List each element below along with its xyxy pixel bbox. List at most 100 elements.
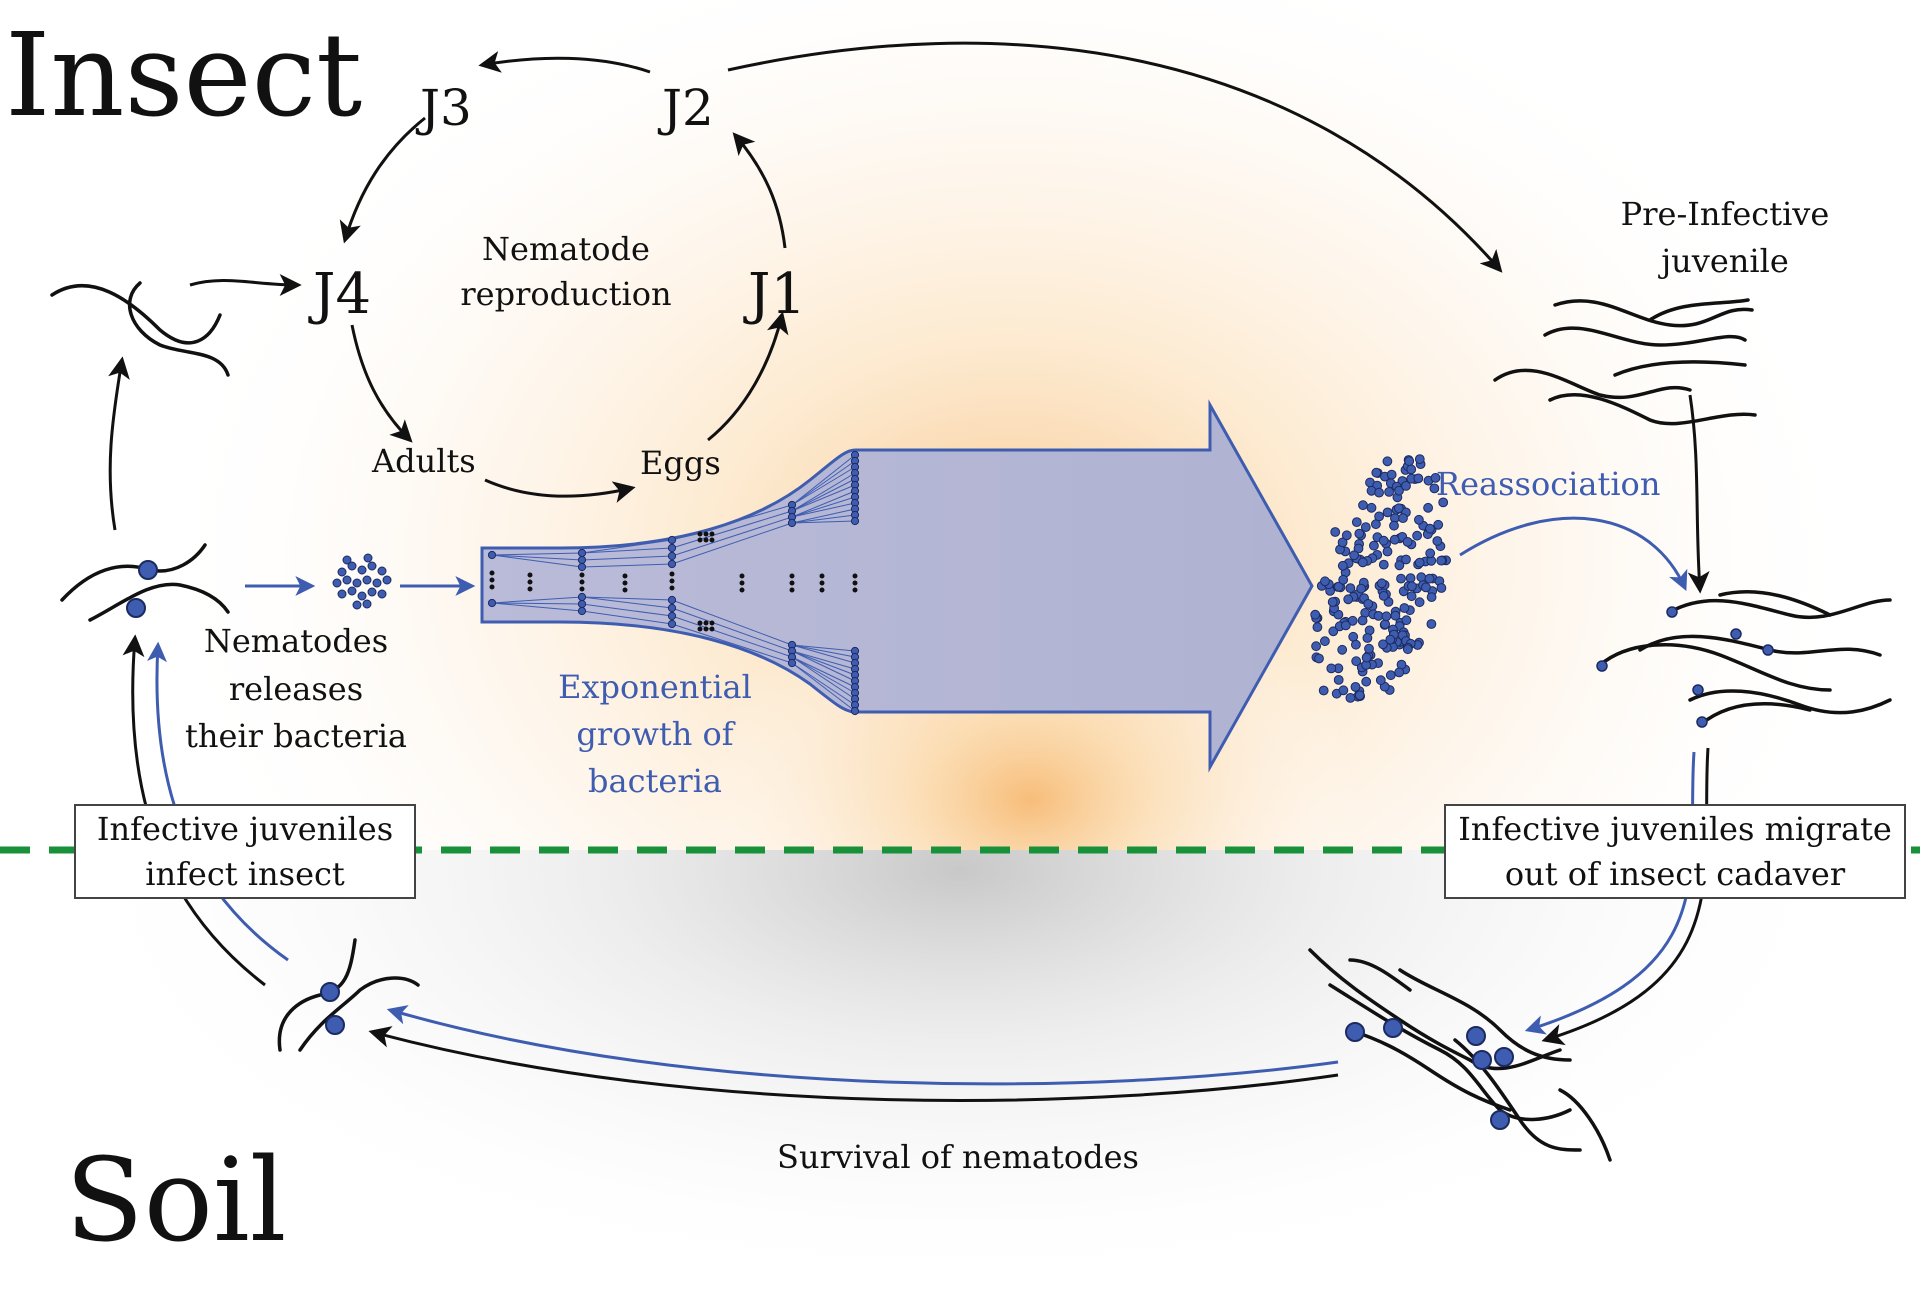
growth-branch — [581, 563, 673, 568]
growth-branch — [791, 644, 856, 664]
bacterium — [819, 587, 825, 593]
bacterium — [709, 531, 715, 537]
bacterium — [1389, 520, 1399, 531]
bacterium — [1320, 576, 1330, 587]
bacterium — [1311, 641, 1321, 652]
growth-branch — [791, 644, 856, 658]
bacterium — [669, 578, 675, 584]
bacterium — [667, 603, 677, 613]
bacterium — [1405, 573, 1416, 583]
bacterium — [1394, 485, 1404, 496]
bacterium — [1343, 594, 1354, 605]
bacterium — [852, 573, 858, 579]
growth-label-line1: Exponential — [558, 668, 752, 706]
growth-branch — [791, 644, 856, 652]
stage-j1-label: J1 — [743, 262, 806, 327]
growth-branch — [581, 547, 673, 554]
bacterium — [1416, 572, 1427, 583]
infective-juveniles-right — [1596, 590, 1892, 728]
pre-infective-label-line2: juvenile — [1657, 242, 1789, 280]
bacterium — [1362, 633, 1373, 643]
bacterium — [622, 580, 628, 586]
bacterium — [1380, 619, 1390, 630]
bacterium — [577, 548, 587, 558]
growth-branch — [791, 508, 856, 524]
bacterium — [1406, 591, 1417, 602]
bacterium — [1414, 557, 1425, 568]
reassociated-bacteria-cluster — [1310, 454, 1451, 703]
arrow-j2-to-j3 — [478, 51, 651, 74]
bacterium — [577, 562, 587, 572]
pre-infective-label-line1: Pre-Infective — [1621, 195, 1830, 233]
stage-j3-label: J3 — [415, 79, 472, 137]
bacterium — [1375, 675, 1386, 686]
bacterium — [1378, 591, 1389, 601]
bacterium — [1351, 639, 1361, 650]
bacterium — [1357, 615, 1368, 626]
cycle-center-title-line1: Nematode — [482, 230, 650, 268]
bacterium — [1350, 682, 1361, 692]
nematode-pair-upper-left — [50, 281, 230, 377]
arrow-up-to-worms — [108, 356, 130, 531]
bacterium — [667, 535, 677, 545]
arrow-j3-to-j4 — [339, 116, 426, 244]
bacterium — [1385, 670, 1396, 681]
bacterium — [1382, 507, 1393, 518]
bacterium — [850, 706, 860, 716]
bacterium — [1386, 469, 1397, 480]
bacterium — [1374, 487, 1384, 498]
growth-branch — [581, 596, 673, 609]
bacterium — [1382, 456, 1393, 467]
bacterium — [1356, 583, 1366, 594]
bacterium — [1398, 513, 1408, 523]
bacterium — [1376, 578, 1387, 589]
bacterium — [1363, 599, 1374, 609]
bacterium — [703, 537, 709, 543]
bacterium — [667, 543, 677, 553]
bacterium — [1402, 644, 1413, 655]
bacterium — [1412, 530, 1422, 541]
growth-branch — [791, 478, 856, 512]
growth-branch — [791, 484, 856, 512]
reassociation-label: Reassociation — [1436, 465, 1660, 503]
bacterium — [1312, 622, 1323, 632]
bacterium — [1361, 652, 1372, 663]
bacterium — [1429, 483, 1440, 494]
reassociation-arrow — [1459, 516, 1688, 592]
infect-label-line2: infect insect — [145, 855, 345, 893]
growth-branch — [581, 539, 673, 554]
bacterium — [1402, 537, 1413, 547]
bacterium — [1438, 497, 1449, 508]
bacterium — [1404, 456, 1415, 467]
bacterium — [1337, 537, 1348, 548]
bacterium — [1345, 693, 1356, 703]
bacterium — [709, 620, 715, 626]
bacterium — [1414, 597, 1425, 608]
bacterium — [1436, 555, 1447, 566]
bacterium — [739, 573, 745, 579]
arrow-j2-to-preinfective — [727, 41, 1503, 273]
bacterium — [1393, 503, 1404, 514]
soil-nematodes-right — [1308, 948, 1612, 1162]
bacterium — [1413, 473, 1424, 484]
stage-j4-label: J4 — [308, 262, 371, 327]
survival-label: Survival of nematodes — [777, 1138, 1139, 1176]
growth-branch — [491, 554, 583, 561]
growth-branch — [791, 490, 856, 518]
growth-branch — [671, 615, 793, 658]
bacteria-release-flow — [245, 553, 476, 610]
bacterium — [697, 620, 703, 626]
reproduction-cycle: J3 J2 J4 J1 Adults Eggs Nematode reprodu… — [308, 79, 806, 482]
arrow-adults-to-eggs — [484, 478, 636, 503]
growth-branch — [791, 662, 856, 706]
growth-branch — [791, 466, 856, 506]
bacterium — [579, 579, 585, 585]
bacterium — [1310, 609, 1321, 620]
bacterium — [577, 606, 587, 616]
growth-branch — [671, 516, 793, 557]
bacterium — [1426, 619, 1437, 629]
release-label-line3: their bacteria — [185, 717, 407, 755]
bacterium — [1330, 527, 1341, 537]
growth-branch — [791, 514, 856, 524]
